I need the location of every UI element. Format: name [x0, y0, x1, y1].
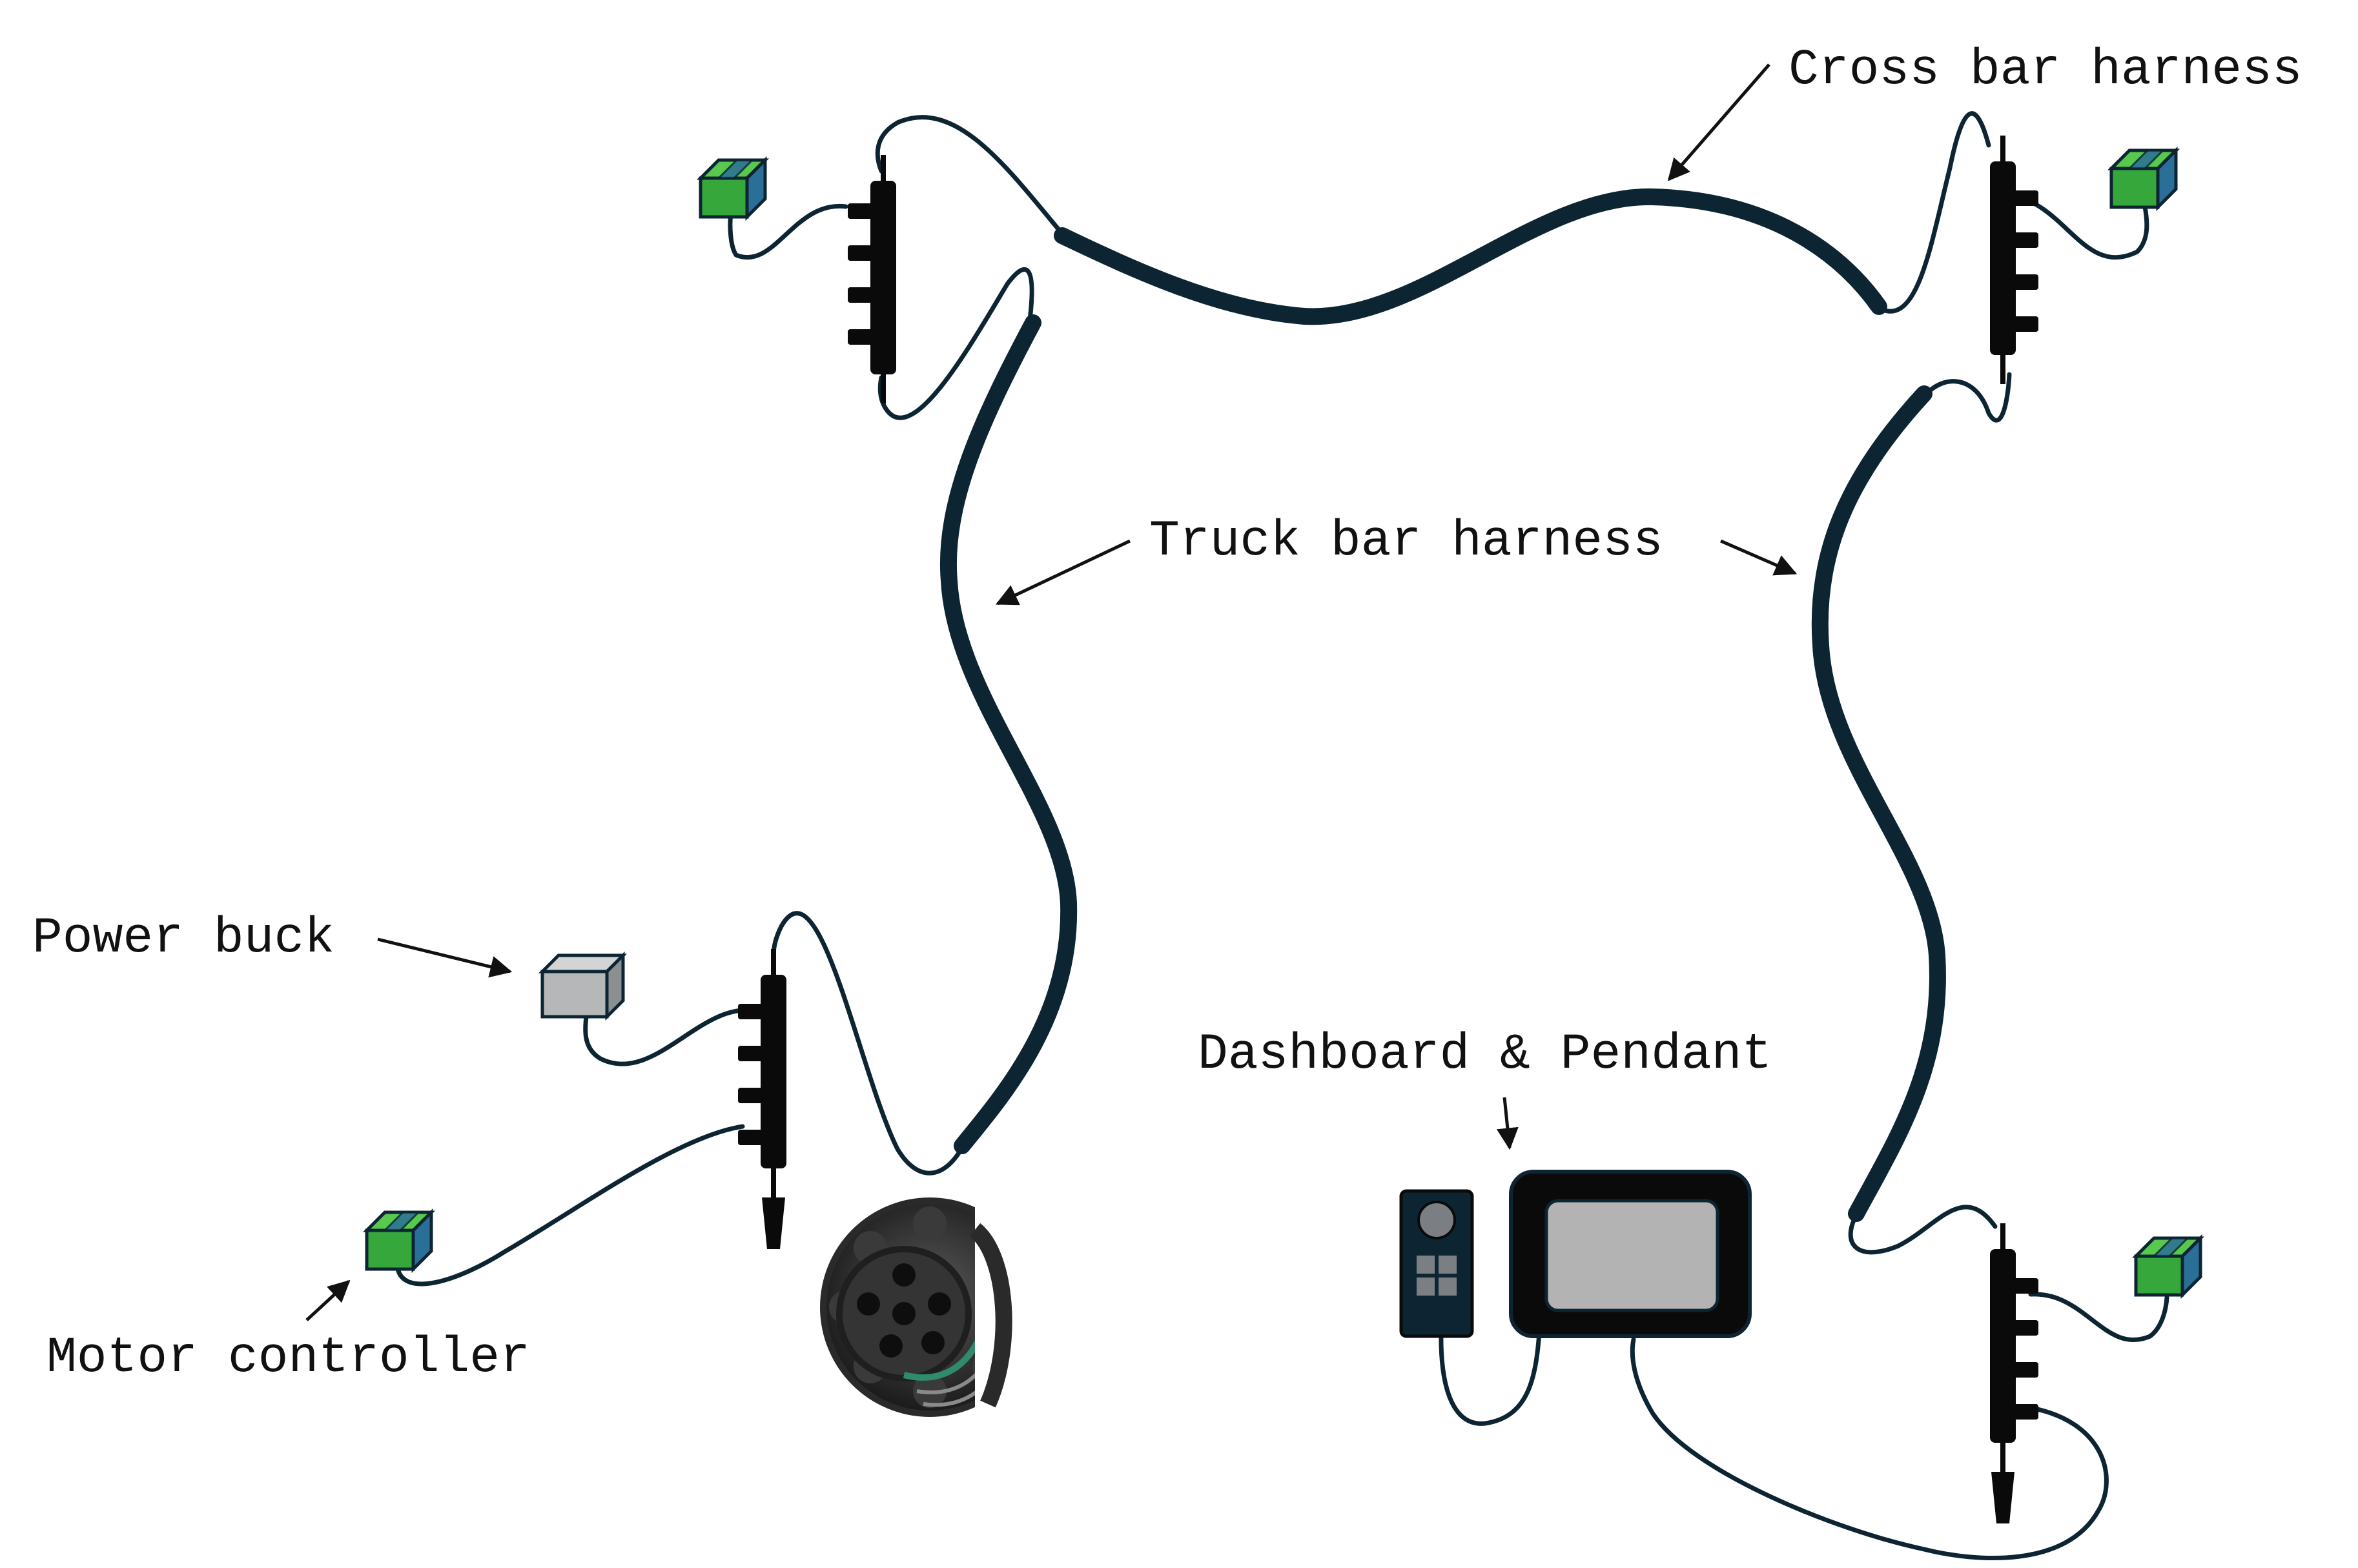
- power-buck-label: Power buck: [32, 910, 335, 967]
- dashboard-pendant-label: Dashboard & Pendant: [1198, 1026, 1772, 1083]
- left-truck-bar-harness: [940, 314, 1078, 1154]
- dashboard-icon: [1509, 1170, 1752, 1338]
- module-bottom-right-icon: [2136, 1238, 2200, 1295]
- power-buck-icon: [538, 951, 628, 1021]
- hub-bottom-left-icon: [738, 949, 786, 1249]
- hub-bottom-right-icon: [1990, 1223, 2038, 1523]
- cross-bar-harness: [1054, 188, 1887, 325]
- truck-bar-harness-label: Truck bar harness: [1149, 513, 1663, 570]
- truck-bar-arrow-left: [995, 539, 1131, 606]
- hub-top-left-icon: [848, 155, 896, 403]
- motor-controller-arrow: [305, 1279, 351, 1321]
- module-motor-controller-icon: [367, 1212, 431, 1269]
- pendant-icon: [1399, 1189, 1474, 1338]
- truck-bar-arrow-right: [1720, 539, 1798, 576]
- round-connector-photo: [820, 1197, 1052, 1417]
- module-top-left-icon: [701, 160, 765, 217]
- motor-controller-label: Motor controller: [46, 1330, 530, 1387]
- hub-top-right-icon: [1990, 136, 2038, 384]
- right-truck-bar-harness: [1811, 385, 1946, 1222]
- module-top-right-icon: [2111, 150, 2176, 207]
- cross-bar-harness-label: Cross bar harness: [1789, 42, 2302, 99]
- power-buck-arrow: [377, 937, 513, 978]
- dashboard-arrow: [1496, 1097, 1519, 1150]
- cross-bar-arrow: [1667, 63, 1770, 181]
